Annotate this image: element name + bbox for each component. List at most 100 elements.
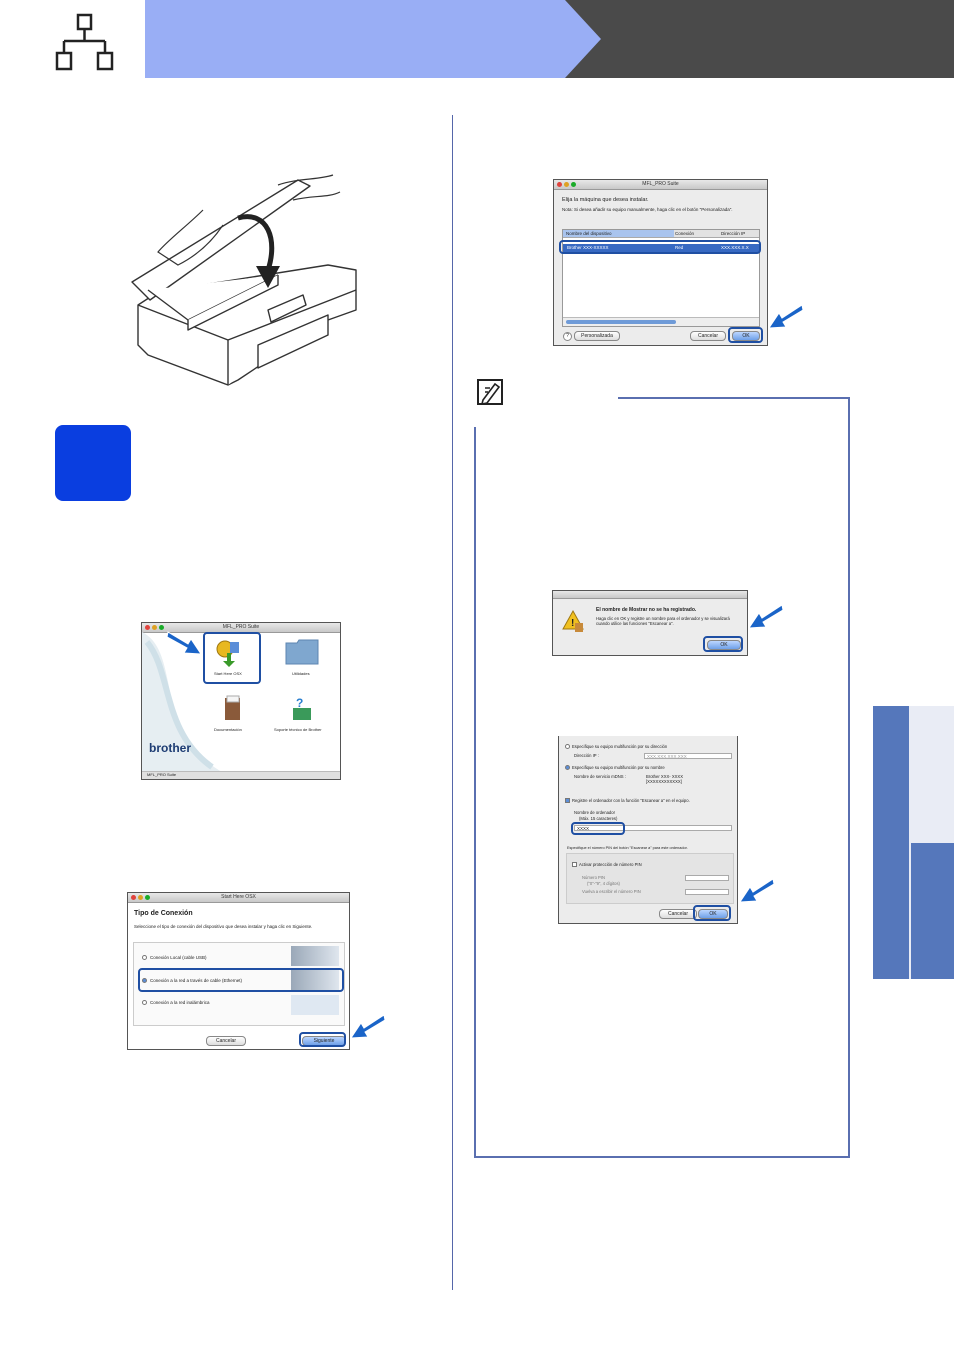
zoom-dot-icon[interactable]: [145, 895, 150, 900]
svg-text:?: ?: [296, 696, 303, 710]
brand-logo: brother: [149, 741, 191, 755]
status-bar: MFL_PRO Suite: [142, 771, 340, 779]
folder-icon[interactable]: [285, 639, 319, 665]
pointer-arrow-icon: [748, 604, 784, 629]
dialog-heading: Elija la máquina que desea instalar.: [562, 197, 649, 203]
cancel-button[interactable]: Cancelar: [659, 909, 697, 919]
documentation-icon[interactable]: [224, 695, 242, 721]
minimize-dot-icon[interactable]: [138, 895, 143, 900]
radio-wireless[interactable]: [142, 1000, 147, 1005]
item-label: Utilidades: [292, 671, 310, 676]
warning-body: Haga clic en OK y registre un nombre par…: [596, 616, 730, 626]
cancel-button[interactable]: Cancelar: [206, 1036, 246, 1046]
side-tab-section: [873, 706, 909, 979]
note-box-top-border: [618, 397, 850, 399]
column-header[interactable]: Nombre del dispositivo: [563, 230, 674, 237]
pointer-arrow-icon: [166, 631, 202, 655]
window-title: Start Here OSX: [221, 894, 256, 900]
pin-note: Especifique el número PIN del botón "Esc…: [567, 846, 688, 850]
option-list: Conexión Local (cable USB) Conexión a la…: [133, 942, 345, 1026]
warning-icon: !: [562, 609, 584, 632]
field-label: Vuelva a escribir el número PIN: [582, 889, 641, 894]
header-icon-area: [0, 0, 145, 78]
dialog-note: Nota: Si desea añadir su equipo manualme…: [562, 207, 733, 212]
cancel-button[interactable]: Cancelar: [690, 331, 726, 341]
field-hint: (Máx. 15 caracteres): [579, 816, 618, 821]
highlight-frame: [559, 240, 761, 254]
wireless-icon: [291, 995, 339, 1015]
minimize-dot-icon[interactable]: [152, 625, 157, 630]
close-dot-icon[interactable]: [557, 182, 562, 187]
column-divider: [452, 115, 453, 1290]
dialog-instruction: Seleccione el tipo de conexión del dispo…: [134, 924, 313, 929]
option-label: Activar protección de número PIN: [579, 862, 642, 867]
swoosh-background: [142, 632, 222, 772]
horizontal-scrollbar[interactable]: [563, 317, 759, 326]
option-label: Especifique su equipo multifunción por s…: [572, 765, 665, 770]
pointer-arrow-icon: [768, 304, 804, 329]
device-table: Nombre del dispositivo Conexión Direcció…: [562, 229, 760, 327]
radio-by-name[interactable]: [565, 765, 570, 770]
radio-by-address[interactable]: [565, 744, 570, 749]
column-header[interactable]: Conexión: [675, 231, 695, 236]
status-text: MFL_PRO Suite: [147, 772, 177, 777]
window-title: MFL_PRO Suite: [642, 181, 679, 187]
svg-text:!: !: [571, 618, 574, 629]
device-name: Brother XXX-XXXXX: [567, 245, 609, 250]
field-label: Nombre de servicio mDNS :: [574, 774, 626, 779]
zoom-dot-icon[interactable]: [159, 625, 164, 630]
mdns-value: Brother XXX- XXXX [XXXXXXXXXXXX]: [646, 774, 684, 784]
pin-input[interactable]: [685, 875, 729, 881]
highlight-frame: [571, 822, 625, 835]
register-checkbox[interactable]: [565, 798, 570, 803]
pin-repeat-input[interactable]: [685, 889, 729, 895]
device-connection: Red: [675, 245, 684, 250]
radio-usb[interactable]: [142, 955, 147, 960]
suite-window: MFL_PRO Suite Start Here OSX Utilidades …: [141, 622, 341, 780]
select-machine-dialog: MFL_PRO Suite Elija la máquina que desea…: [553, 179, 768, 346]
ethernet-cable-icon: [291, 970, 339, 990]
column-header[interactable]: Dirección IP: [721, 231, 746, 236]
note-box-gap: [474, 397, 476, 427]
pointer-arrow-icon: [739, 878, 775, 903]
highlight-frame: [693, 905, 731, 921]
dialog-titlebar: Start Here OSX: [128, 893, 349, 903]
radio-ethernet[interactable]: [142, 978, 147, 983]
highlight-frame: [299, 1032, 346, 1047]
help-icon[interactable]: ?: [563, 332, 572, 341]
pointer-arrow-icon: [350, 1014, 386, 1039]
pin-checkbox[interactable]: [572, 862, 577, 867]
ok-button[interactable]: OK: [732, 331, 760, 341]
close-dot-icon[interactable]: [145, 625, 150, 630]
minimize-dot-icon[interactable]: [564, 182, 569, 187]
highlight-frame: [703, 636, 743, 652]
custom-button[interactable]: Personalizada: [574, 331, 620, 341]
option-label: Registre el ordenador con la función "Es…: [572, 798, 690, 803]
window-title: MFL_PRO Suite: [222, 624, 260, 630]
usb-cable-icon: [291, 946, 339, 966]
step-number-badge: [55, 425, 131, 501]
close-dot-icon[interactable]: [131, 895, 136, 900]
ip-address-input[interactable]: XXX.XXX.XXX.XXX: [644, 753, 732, 759]
note-pencil-icon: [477, 379, 503, 406]
computer-name-input[interactable]: XXXX: [574, 825, 732, 831]
connection-type-dialog: Start Here OSX Tipo de Conexión Seleccio…: [127, 892, 350, 1050]
printer-illustration: [131, 174, 357, 386]
zoom-dot-icon[interactable]: [571, 182, 576, 187]
field-hint: ("0"-"9", 4 dígitos): [587, 881, 620, 886]
highlight-frame: [203, 632, 261, 684]
ok-button[interactable]: OK: [698, 909, 728, 919]
ok-button[interactable]: OK: [707, 640, 741, 650]
start-here-icon[interactable]: [214, 639, 240, 667]
display-name-warning-dialog: ! El nombre de Mostrar no se ha registra…: [552, 590, 748, 656]
support-icon[interactable]: ?: [290, 695, 314, 721]
scrollbar-thumb[interactable]: [566, 320, 676, 324]
network-icon: [55, 13, 114, 71]
table-row[interactable]: Brother XXX-XXXXX Red XXX.XXX.X.X: [563, 244, 759, 252]
highlight-frame: [138, 968, 344, 992]
dialog-titlebar: MFL_PRO Suite: [554, 180, 767, 190]
device-ip: XXX.XXX.X.X: [721, 245, 749, 250]
dialog-heading: Tipo de Conexión: [134, 910, 193, 917]
item-label: Documentación: [214, 727, 242, 732]
scan-settings-dialog: Especifique su equipo multifunción por s…: [558, 736, 738, 924]
